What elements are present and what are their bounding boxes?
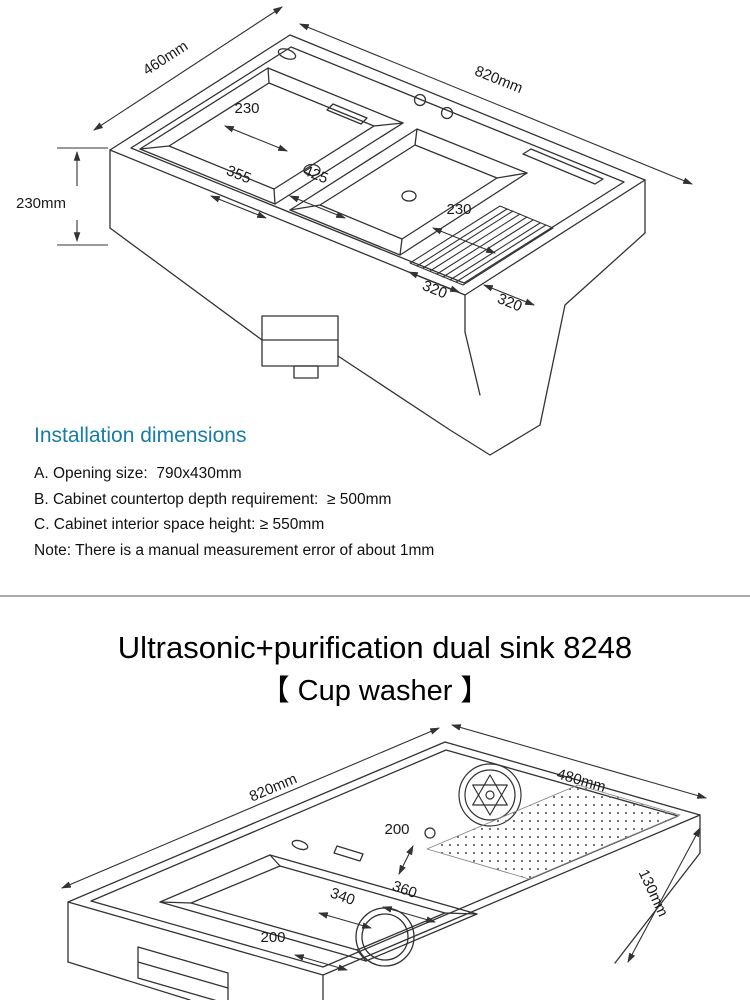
bottom-dimension-lines (60, 724, 708, 971)
product-subtitle: 【 Cup washer 】 (260, 675, 490, 707)
dim-label-200-bottom: 200 (260, 929, 285, 946)
bottom-sink-diagram: 820mm 480mm 130mm 200 340 360 200 (60, 724, 708, 1000)
installation-line-c: C. Cabinet interior space height: ≥ 550m… (34, 516, 325, 533)
section-divider (0, 595, 750, 597)
installation-heading: Installation dimensions (34, 424, 247, 447)
rim-slot (522, 148, 604, 185)
right-drain-icon (401, 190, 417, 202)
dim-label-320-b: 320 (495, 290, 525, 315)
dim-label-340: 340 (328, 885, 357, 910)
dim-label-130mm: 130mm (635, 867, 672, 920)
ultrasonic-plate (137, 946, 229, 1000)
installation-note: Note: There is a manual measurement erro… (34, 541, 435, 559)
faucet-hole-3 (424, 827, 436, 839)
installation-line-b: B. Cabinet countertop depth requirement:… (34, 490, 392, 508)
faucet-hole-1 (413, 93, 427, 107)
installation-line-a: A. Opening size: 790x430mm (34, 465, 242, 482)
dim-label-355: 355 (224, 162, 254, 187)
main-basin (159, 854, 478, 967)
basin-drain-icon (355, 907, 415, 967)
dim-label-820mm-2: 820mm (247, 770, 300, 805)
top-sink-diagram: 460mm 820mm 230mm 230 355 425 230 320 32… (16, 6, 694, 456)
top-sink-line-art (109, 34, 646, 456)
top-dimension-lines (57, 6, 694, 306)
dim-label-200-top: 200 (384, 821, 409, 838)
left-basin (139, 67, 404, 205)
dim-label-230-mid: 230 (446, 201, 471, 218)
installation-dimensions-block: Installation dimensions A. Opening size:… (34, 424, 714, 563)
sink-underside (109, 149, 646, 456)
product-title: Ultrasonic+purification dual sink 8248 (117, 630, 633, 665)
dim-label-460mm: 460mm (140, 37, 191, 79)
right-basin (289, 128, 528, 256)
faucet-hole-slot-2 (333, 845, 364, 862)
faucet-hole-2 (440, 106, 454, 120)
faucet-hole-oval-2 (291, 839, 309, 851)
dim-label-230-top: 230 (234, 100, 259, 117)
dim-label-230mm-depth: 230mm (16, 195, 66, 212)
overflow-box (261, 315, 339, 367)
sink-rim-outer (109, 34, 646, 296)
drainboard-grooves (409, 205, 554, 286)
product-title-block: Ultrasonic+purification dual sink 8248 【… (0, 630, 750, 708)
dim-label-425: 425 (301, 162, 331, 187)
perforated-drainboard (426, 784, 681, 880)
dim-label-820mm: 820mm (472, 63, 525, 98)
overflow-knob (293, 365, 319, 379)
dim-label-320-a: 320 (420, 277, 450, 302)
